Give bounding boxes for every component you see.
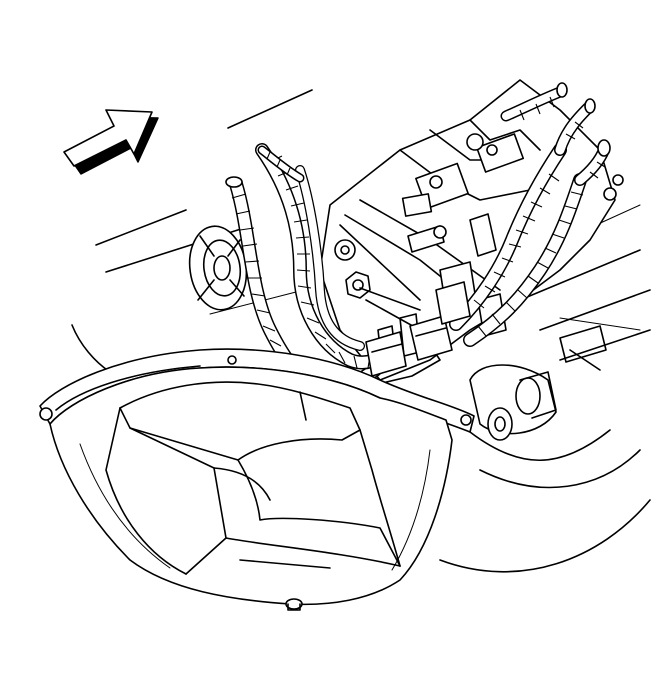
direction-arrow-icon xyxy=(63,109,159,175)
oil-pan xyxy=(39,348,475,611)
transmission-bracket xyxy=(469,325,607,441)
wiring-connector xyxy=(365,281,471,377)
engine-block xyxy=(319,79,616,385)
converter-cover xyxy=(188,225,248,311)
harness-stub-top xyxy=(225,145,305,188)
transmission-outline xyxy=(71,89,651,573)
wiring-harness-right xyxy=(449,82,624,347)
